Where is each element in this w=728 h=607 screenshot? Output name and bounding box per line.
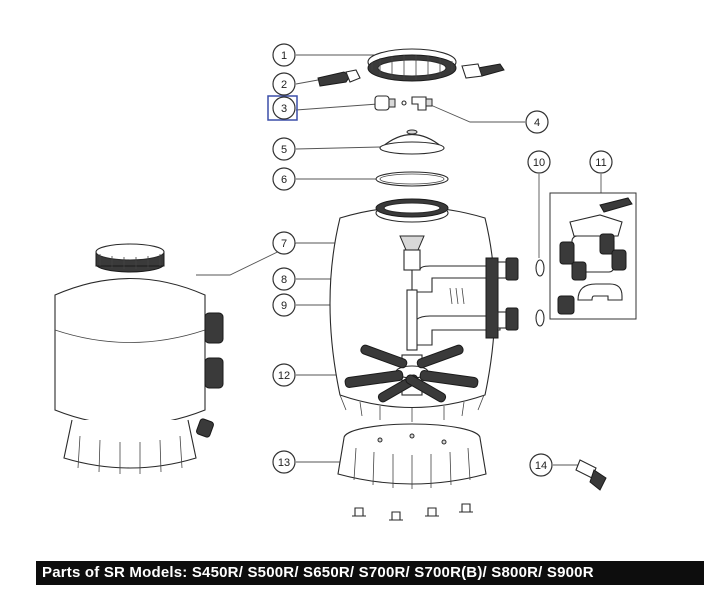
callout-14: 14: [529, 453, 553, 477]
lid-o-ring: [375, 171, 449, 187]
underdrain-laterals: [344, 344, 479, 403]
callout-label: 11: [595, 157, 606, 169]
locking-ring: [367, 48, 457, 82]
assembled-filter-tank: [54, 243, 224, 474]
callout-3-highlight: [267, 95, 298, 121]
callout-4: 4: [525, 110, 549, 134]
callout-label: 12: [278, 370, 290, 382]
caption-bar: [36, 561, 704, 585]
callout-8: 8: [272, 267, 296, 291]
callout-12: 12: [272, 363, 296, 387]
filter-lid: [379, 129, 445, 155]
callout-label: 3: [281, 103, 287, 115]
callout-label: 8: [281, 274, 287, 286]
multiport-valve: [549, 192, 637, 320]
callout-13: 13: [272, 450, 296, 474]
union-o-rings: [535, 259, 545, 327]
callout-label: 13: [278, 457, 290, 469]
air-relief-valve: [411, 96, 433, 111]
callout-2: 2: [272, 72, 296, 96]
callout-5: 5: [272, 137, 296, 161]
callout-9: 9: [272, 293, 296, 317]
callout-label: 9: [281, 300, 287, 312]
callout-label: 5: [281, 144, 287, 156]
callout-label: 10: [533, 157, 545, 169]
drain-plug: [575, 459, 607, 491]
callout-label: 2: [281, 79, 287, 91]
filter-tank-cutaway: [329, 198, 519, 422]
callouts: 1 2 3 4 5 6 7 8 9 10 11 12 13 14: [272, 43, 613, 477]
callout-label: 14: [535, 460, 547, 472]
callout-label: 1: [281, 50, 287, 62]
pressure-gauge: [374, 95, 407, 111]
callout-label: 7: [281, 238, 287, 250]
diagram-caption: Parts of SR Models: S450R/ S500R/ S650R/…: [42, 564, 594, 581]
callout-label: 4: [534, 117, 540, 129]
tank-base: [337, 423, 487, 489]
callout-6: 6: [272, 167, 296, 191]
callout-7: 7: [272, 231, 296, 255]
callout-11: 11: [589, 150, 613, 174]
callout-label: 6: [281, 174, 287, 186]
callout-10: 10: [527, 150, 551, 174]
callout-3: 3: [272, 96, 296, 120]
ring-handles: [317, 63, 505, 87]
callout-1: 1: [272, 43, 296, 67]
base-bolts: [352, 503, 473, 521]
